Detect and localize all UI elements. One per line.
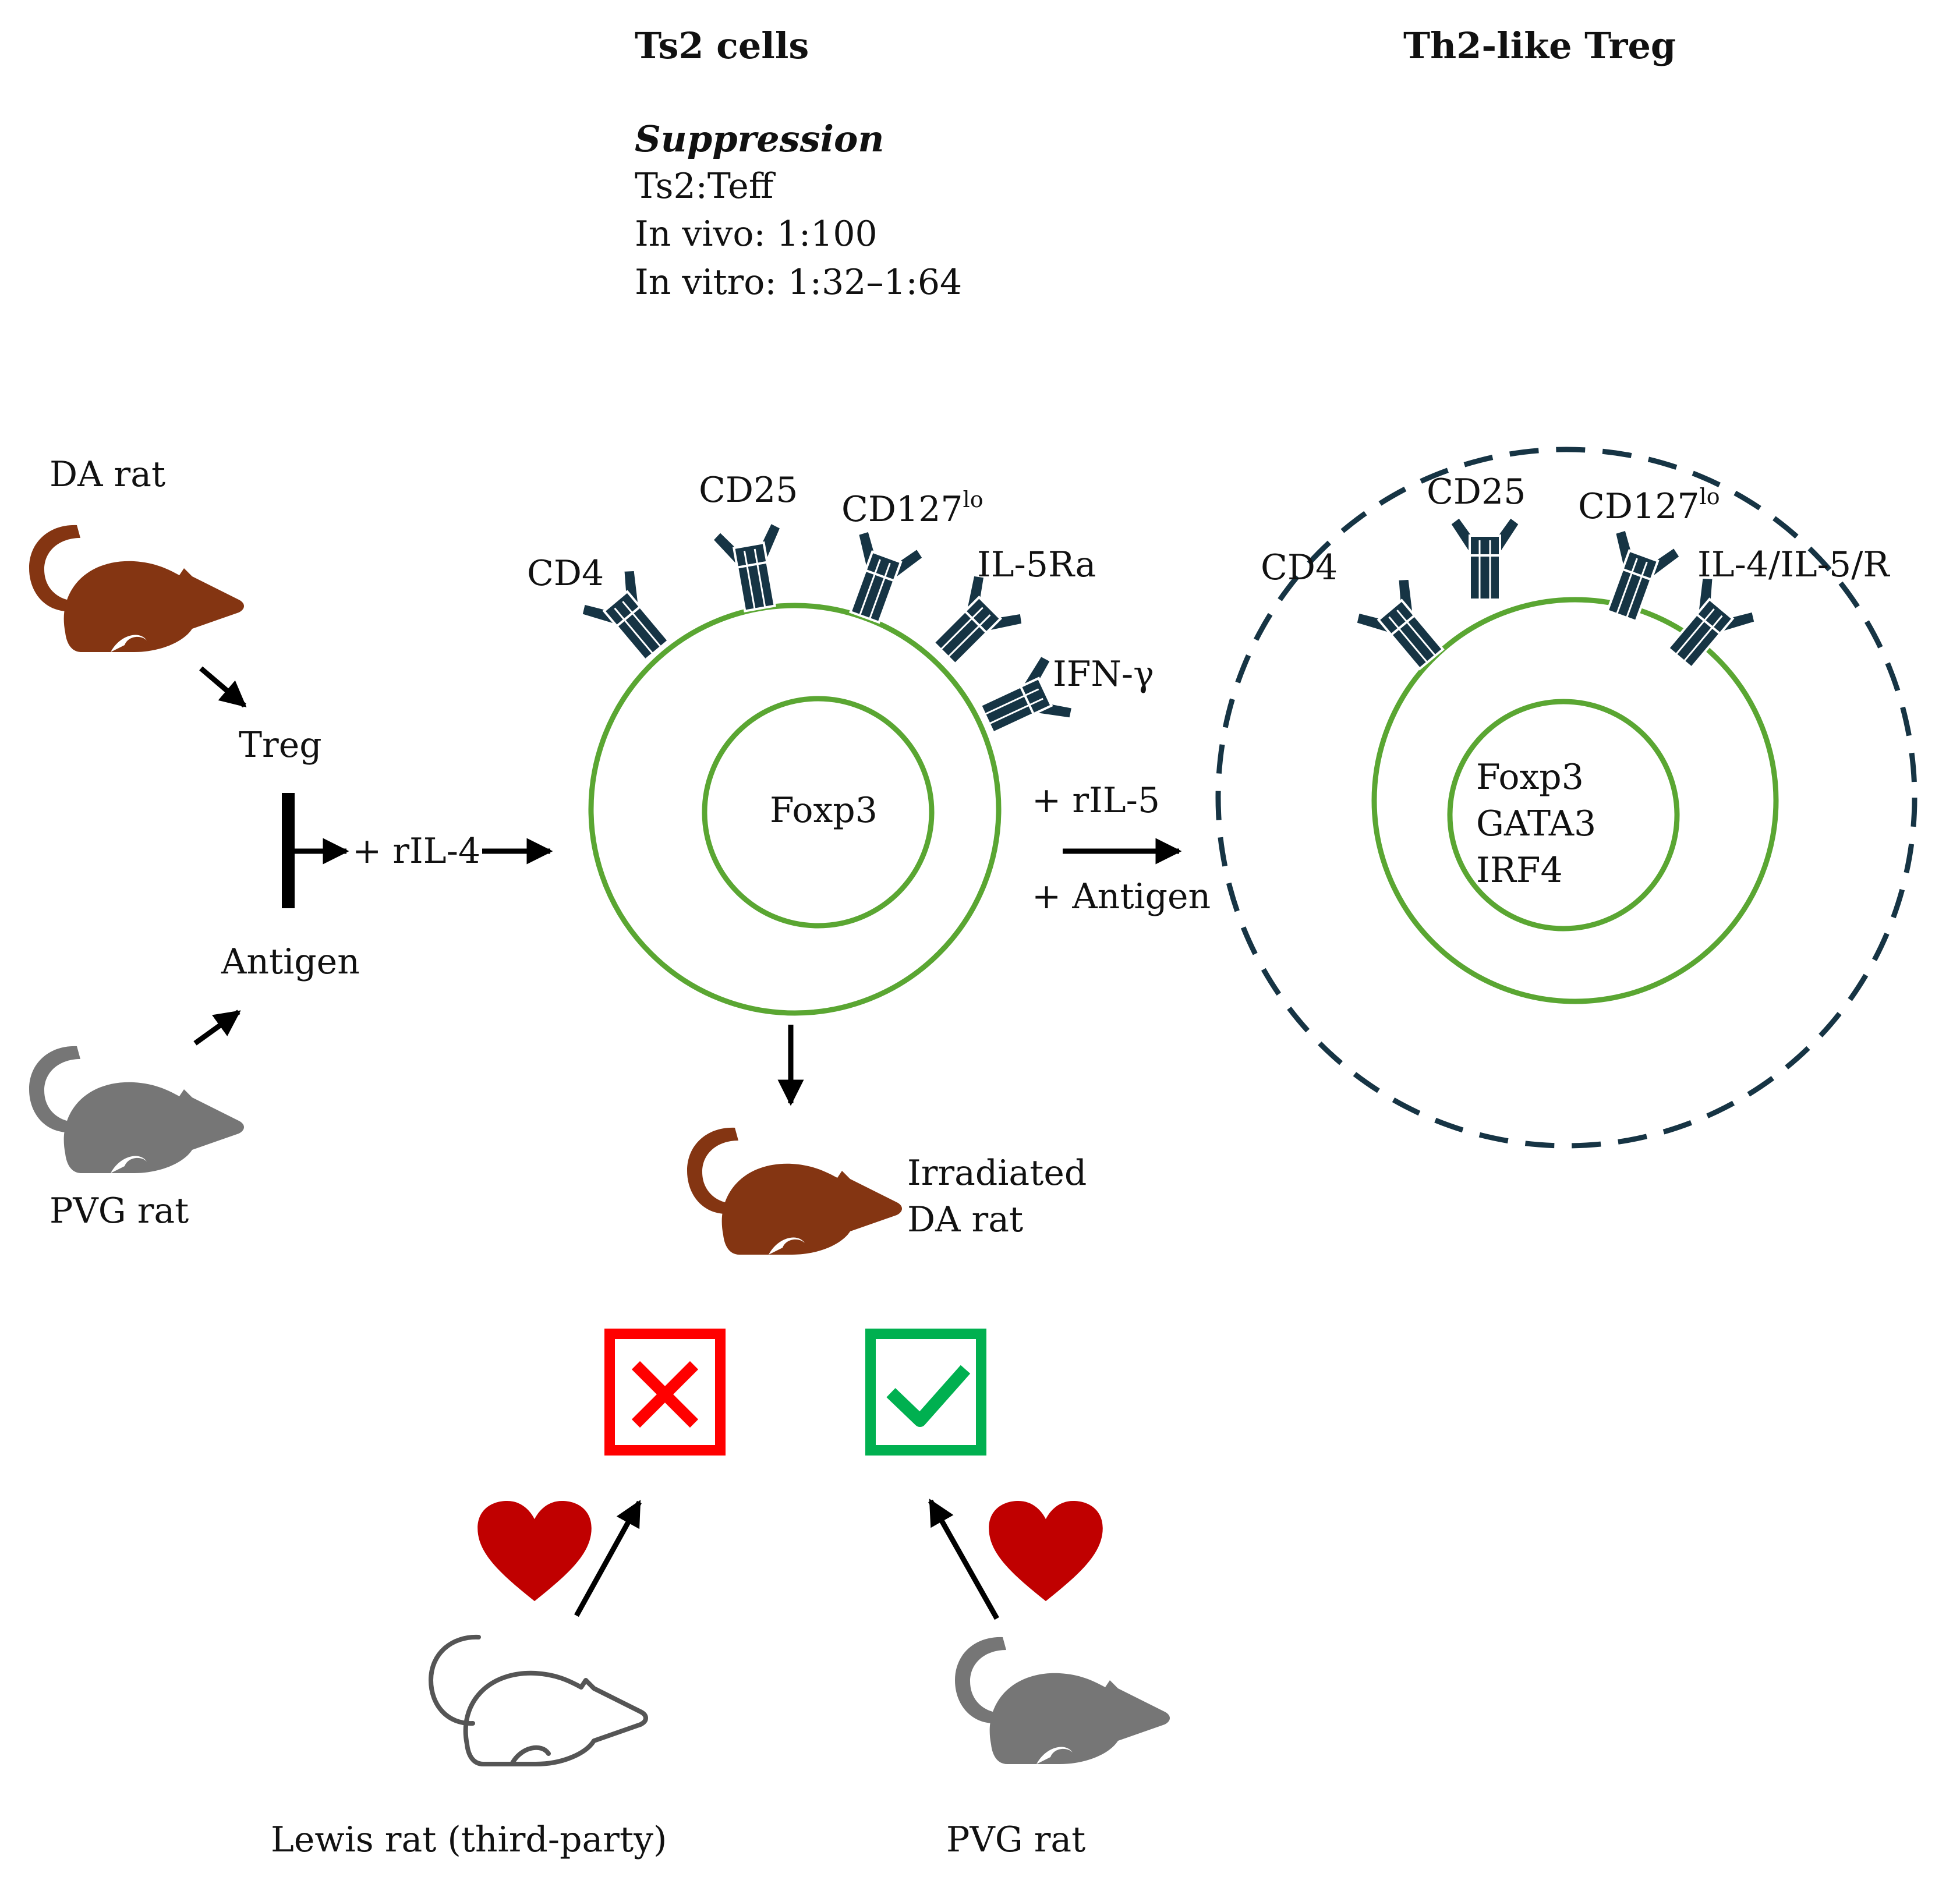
th2-cell-membrane <box>1371 597 1779 1004</box>
cd25-receptor-icon <box>710 519 796 616</box>
arrow-da-to-treg <box>199 666 247 708</box>
ts2-label-cd4: CD4 <box>527 553 604 594</box>
th2-dashed-boundary <box>1215 447 1917 1149</box>
irradiated-da-rat-icon <box>687 1127 902 1255</box>
th2-label-cd127: CD127lo <box>1578 484 1720 527</box>
header-ts2-cells: Ts2 cells <box>635 24 809 67</box>
heart-icon-left <box>477 1501 592 1602</box>
check-icon <box>886 1365 971 1427</box>
ts2-label-ifng: IFN-γ <box>1053 654 1154 695</box>
cross-icon <box>631 1361 699 1428</box>
ts2-cell-membrane <box>588 603 1002 1016</box>
label-recipient-line2: DA rat <box>907 1199 1023 1240</box>
label-antigen: Antigen <box>221 941 360 982</box>
ts2-label-cd127: CD127lo <box>841 487 983 530</box>
suppression-title: Suppression <box>635 118 884 160</box>
suppression-in-vitro: In vitro: 1:32–1:64 <box>635 262 962 303</box>
pvg-rat-icon <box>29 1046 244 1173</box>
label-transition-antigen: + Antigen <box>1032 876 1211 917</box>
label-lewis-rat: Lewis rat (third-party) <box>271 1819 667 1860</box>
reject-outcome-box <box>604 1329 726 1456</box>
arrow-lewis-to-reject <box>574 1500 642 1617</box>
label-treg: Treg <box>239 725 322 766</box>
th2-il4-il5-r-receptor-icon <box>1652 571 1761 682</box>
pvg-rat-donor-icon <box>955 1637 1170 1764</box>
th2-cd25-receptor-icon <box>1449 516 1521 601</box>
ts2-cell: Foxp3 <box>588 603 1002 1016</box>
heart-icon-right <box>989 1501 1103 1602</box>
ts2-nucleus-label: Foxp3 <box>770 790 878 831</box>
ts2-label-cd25: CD25 <box>699 470 798 511</box>
th2-like-treg-cell: Foxp3 GATA3 IRF4 <box>1215 447 1917 1149</box>
th2-nucleus-line-1: Foxp3 <box>1476 757 1584 798</box>
label-da-rat: DA rat <box>49 454 165 495</box>
label-pvg-rat-left: PVG rat <box>49 1191 189 1231</box>
ts2-label-il5ra: IL-5Ra <box>977 544 1096 585</box>
th2-cd4-receptor-icon <box>1350 572 1459 683</box>
suppression-ratio-label: Ts2:Teff <box>635 166 776 207</box>
label-pvg-rat-donor: PVG rat <box>946 1819 1085 1860</box>
header-th2-like-treg: Th2-like Treg <box>1403 24 1676 67</box>
label-ril5: + rIL-5 <box>1032 780 1160 821</box>
label-ril4: + rIL-4 <box>352 831 480 872</box>
th2-cd127-receptor-icon <box>1587 525 1684 629</box>
th2-label-il4-il5-r: IL-4/IL-5/R <box>1697 544 1890 585</box>
da-rat-icon <box>29 525 244 652</box>
th2-cell-nucleus <box>1447 699 1680 932</box>
th2-nucleus-line-2: GATA3 <box>1476 803 1596 844</box>
th2-label-cd4: CD4 <box>1261 547 1338 588</box>
lewis-rat-icon <box>431 1637 646 1764</box>
th2-label-cd25: CD25 <box>1427 472 1526 512</box>
arrow-pvg-to-antigen <box>193 1010 241 1046</box>
ts2-cell-nucleus <box>702 696 935 929</box>
th2-nucleus-line-3: IRF4 <box>1476 850 1563 891</box>
suppression-in-vivo: In vivo: 1:100 <box>635 214 878 254</box>
arrow-pvg-to-accept <box>928 1499 999 1620</box>
label-recipient-line1: Irradiated <box>907 1153 1087 1194</box>
accept-outcome-box <box>865 1329 986 1456</box>
